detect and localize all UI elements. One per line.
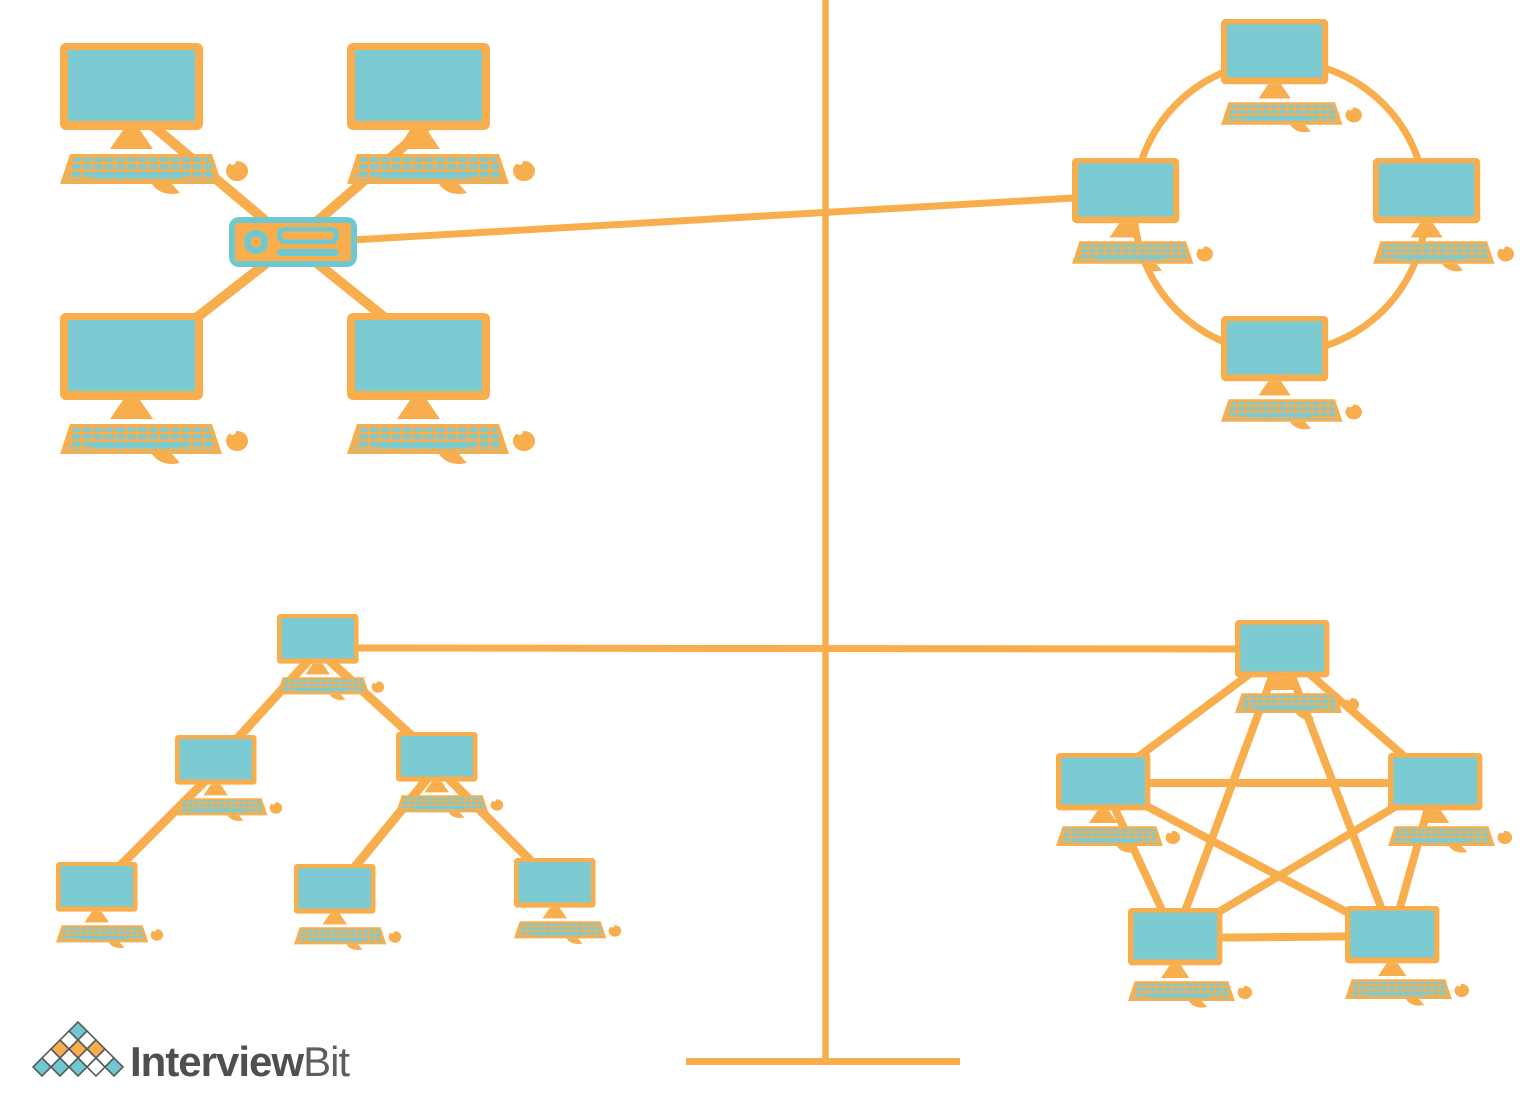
computer-icon	[396, 732, 504, 819]
mesh-topology	[1056, 620, 1513, 1008]
interviewbit-logo: InterviewBit	[31, 1020, 351, 1085]
ring-topology	[1072, 19, 1514, 430]
logo-text-light: Bit	[303, 1038, 350, 1085]
hub-icon	[229, 217, 357, 267]
logo-text-bold: Interview	[130, 1038, 304, 1085]
link-star-to-ring	[299, 191, 1126, 247]
interviewbit-logo-mark	[31, 1020, 125, 1078]
computer-icon	[347, 313, 535, 464]
computer-icon	[1072, 158, 1213, 272]
computer-icon	[60, 43, 248, 194]
link-tree-to-mesh	[339, 644, 1283, 653]
computer-icon	[1345, 906, 1470, 1006]
computer-icon	[347, 43, 535, 194]
logo-text: InterviewBit	[130, 1038, 350, 1085]
divider	[686, 0, 960, 1065]
star-topology	[60, 43, 535, 464]
computer-icon	[294, 864, 402, 951]
computer-icon	[175, 735, 283, 822]
computer-icon	[277, 614, 385, 701]
mesh-links	[1099, 646, 1439, 942]
computer-icon	[514, 858, 622, 945]
computer-icon	[1128, 908, 1253, 1008]
computer-icon	[1373, 158, 1514, 272]
computer-icon	[1388, 753, 1513, 853]
computer-icon	[1221, 316, 1362, 430]
tree-topology	[56, 614, 622, 951]
computer-icon	[1056, 753, 1181, 853]
computer-icon	[60, 313, 248, 464]
mesh-link	[1101, 779, 1394, 940]
computer-icon	[56, 862, 164, 949]
